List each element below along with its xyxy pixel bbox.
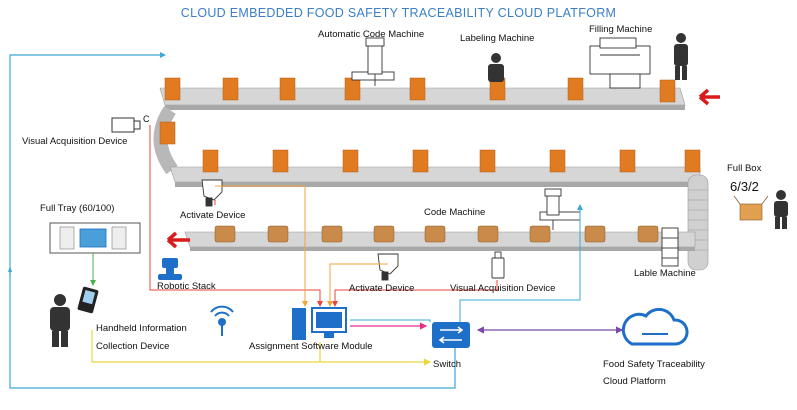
conveyor-right-curve [687,174,709,271]
person-icon [774,190,788,229]
phone-icon [77,286,99,314]
visual-acquisition-device-label: Visual Acquisition Device [22,136,128,147]
red-connections [149,125,498,307]
filling-machine-label: Filling Machine [589,24,653,35]
yellow-connections [91,330,432,366]
robotic-stack-icon [158,258,182,280]
assignment-software-module-label: Assignment Software Module [249,341,373,352]
orange-connections [215,185,388,307]
bottles-middle-row [202,149,701,173]
switch-label: Switch [433,359,461,370]
person-icon [50,294,70,347]
full-box-counts: 6/3/2 [730,179,759,194]
robotic-stack-label: Robotic Stack [157,281,216,292]
arrow-left-icon [698,88,720,106]
bottles-top-row [159,77,676,145]
robot-arm-icon [539,188,581,230]
carton-icon [733,195,769,221]
person-icon [488,53,504,82]
switch-icon [432,322,470,348]
computer-icon [292,307,347,340]
full-tray-machine [49,222,141,254]
full-tray-label: Full Tray (60/100) [40,203,115,214]
filling-machine-icon [589,37,651,89]
cartons-bottom-row [214,225,659,243]
activate-device-bottom-label: Activate Device [349,283,415,294]
robot-arm-icon [351,37,395,86]
camera-icon [111,117,141,133]
wireless-icon [210,305,234,336]
diagram-title: CLOUD EMBEDDED FOOD SAFETY TRACEABILITY … [180,6,617,20]
full-box-label: Full Box [727,163,762,174]
handheld-label-line1: Handheld Information [96,323,187,334]
activate-device-top-label: Activate Device [180,210,246,221]
arrow-left-icon [166,231,190,249]
code-machine-label: Code Machine [424,207,486,218]
cloud-icon [621,307,689,346]
handheld-label-line2: Collection Device [96,341,170,352]
activate-device-icon [377,253,399,281]
labeling-machine-label: Labeling Machine [460,33,535,44]
automatic-code-machine-label: Automatic Code Machine [318,29,425,40]
camera-tag: C [143,114,150,124]
camera-icon [491,251,505,279]
person-icon [674,33,688,80]
visual-acquisition-device-bottom-label: Visual Acquisition Device [450,283,556,294]
lable-machine-icon [661,227,679,267]
lable-machine-label: Lable Machine [634,268,696,279]
conveyor-middle [169,166,701,187]
blue-connections [350,205,581,322]
activate-device-icon [201,179,223,207]
cloud-platform-label-line1: Food Safety Traceability [603,359,705,370]
cloud-platform-label-line2: Cloud Platform [603,376,666,387]
